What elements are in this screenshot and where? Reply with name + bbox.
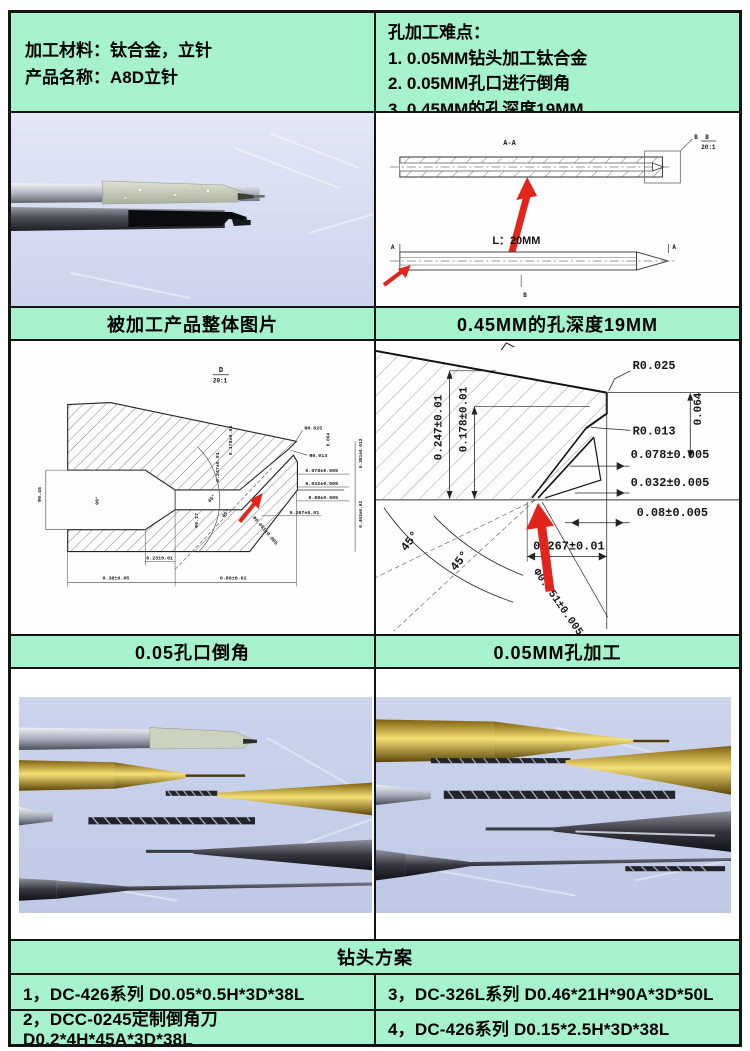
difficulty-item: 1. 0.05MM钻头加工钛合金 <box>388 48 588 68</box>
plan-item-1: 1，DC-426系列 D0.05*0.5H*3D*38L <box>11 975 374 1009</box>
material-info-cell: 加工材料：钛合金，立针 产品名称：A8D立针 <box>11 13 374 111</box>
dim-label: 0.403±0.02 <box>358 501 364 528</box>
end-marker-right: A <box>672 244 676 251</box>
dim-label: 0.381±0.013 <box>358 438 364 468</box>
material-line: 加工材料：钛合金，立针 <box>25 41 212 60</box>
scale-ratio: 20:1 <box>213 378 228 385</box>
detail-ref-label: B <box>694 134 698 141</box>
caption-overall-photo: 被加工产品整体图片 <box>11 308 374 339</box>
drill-photo-right-image <box>376 697 731 913</box>
dim-label: 0.032±0.005 <box>305 481 338 487</box>
section-label: A-A <box>503 140 516 148</box>
depth-drawing-cell: A-A B 20:1 B L：20MM A <box>376 113 739 306</box>
dim-label: 0.064 <box>693 392 705 425</box>
scale-ratio: 20:1 <box>701 144 716 151</box>
difficulty-item: 3. 0.45MM的孔深度19MM <box>388 99 584 112</box>
caption-depth-drawing: 0.45MM的孔深度19MM <box>376 308 739 339</box>
drill-photo-right <box>376 669 739 939</box>
plan-item-3: 3，DC-326L系列 D0.46*21H*90A*3D*50L <box>376 975 739 1009</box>
scale-letter: D <box>219 367 223 375</box>
dim-label: 0.178±0.01 <box>459 386 471 452</box>
dim-label: 45° <box>207 493 217 504</box>
chamfer-drawing-cell: D 20:1 Φ0.45 90° Φ0.17 0.178±0.01 0.247±… <box>11 341 374 634</box>
hole-drawing-cell: R0.025 R0.013 0.064 0.078±0.005 0.032±0.… <box>376 341 739 634</box>
depth-drawing-image: A-A B 20:1 B L：20MM A <box>376 113 739 306</box>
dim-label: 0.267±0.01 <box>289 510 319 516</box>
difficulty-item: 2. 0.05MM孔口进行倒角 <box>388 74 571 93</box>
dim-label: Φ0.45 <box>37 487 43 502</box>
dim-label: 0.247±0.01 <box>215 452 221 482</box>
red-arrow-small <box>382 268 406 287</box>
dim-label: 0.23±0.01 <box>146 556 173 562</box>
dim-label: R0.013 <box>309 453 327 459</box>
end-marker-left: A <box>391 244 395 251</box>
drill-photo-left-image <box>19 697 372 913</box>
product-line: 产品名称：A8D立针 <box>25 68 179 88</box>
overall-product-photo <box>11 113 374 306</box>
bottom-marker: B <box>523 292 527 299</box>
depth-note: L：20MM <box>492 235 540 247</box>
dim-label: 0.178±0.01 <box>228 425 234 455</box>
dim-label: 0.078±0.005 <box>631 448 710 462</box>
red-arrow <box>238 499 259 524</box>
dim-label: 0.08±0.005 <box>637 506 709 520</box>
dim-label: R0.013 <box>633 424 676 438</box>
plan-item-2: 2，DCC-0245定制倒角刀 D0.2*4H*45A*3D*38L <box>11 1011 374 1044</box>
caption-hole-drawing: 0.05MM孔加工 <box>376 636 739 667</box>
scale-letter: B <box>705 134 709 141</box>
plan-item-4: 4，DC-426系列 D0.15*2.5H*3D*38L <box>376 1011 739 1044</box>
dim-label: 0.38±0.05 <box>103 575 130 581</box>
dim-label: Φ0.17 <box>194 513 200 528</box>
dim-label: 0.89±0.02 <box>220 575 247 581</box>
dim-label: 0.08±0.005 <box>308 495 338 501</box>
dim-label: 0.267±0.01 <box>533 540 605 554</box>
needle-photo-image <box>11 113 374 306</box>
dim-label: R0.025 <box>633 359 676 373</box>
needle-flat-tip <box>128 210 247 227</box>
dim-label: R0.025 <box>304 425 322 431</box>
dim-label: 0.064 <box>325 433 331 447</box>
difficulty-cell: 孔加工难点： 1. 0.05MM钻头加工钛合金 2. 0.05MM孔口进行倒角 … <box>376 13 739 111</box>
spec-table: 加工材料：钛合金，立针 产品名称：A8D立针 孔加工难点： 1. 0.05MM钻… <box>8 10 742 1047</box>
dim-label: 90° <box>95 496 101 505</box>
dim-label: 0.078±0.005 <box>305 468 338 474</box>
caption-drill-plan: 钻头方案 <box>11 941 739 973</box>
dim-label: 0.247±0.01 <box>434 394 446 460</box>
caption-chamfer-drawing: 0.05孔口倒角 <box>11 636 374 667</box>
drill-photo-left <box>11 669 374 939</box>
dim-label: 45° <box>221 508 231 519</box>
dim-label: 0.032±0.005 <box>631 476 710 490</box>
red-arrow <box>536 521 555 592</box>
hole-drawing-image: R0.025 R0.013 0.064 0.078±0.005 0.032±0.… <box>376 341 739 634</box>
difficulty-title: 孔加工难点： <box>388 23 490 42</box>
chamfer-drawing-image: D 20:1 Φ0.45 90° Φ0.17 0.178±0.01 0.247±… <box>11 341 374 634</box>
